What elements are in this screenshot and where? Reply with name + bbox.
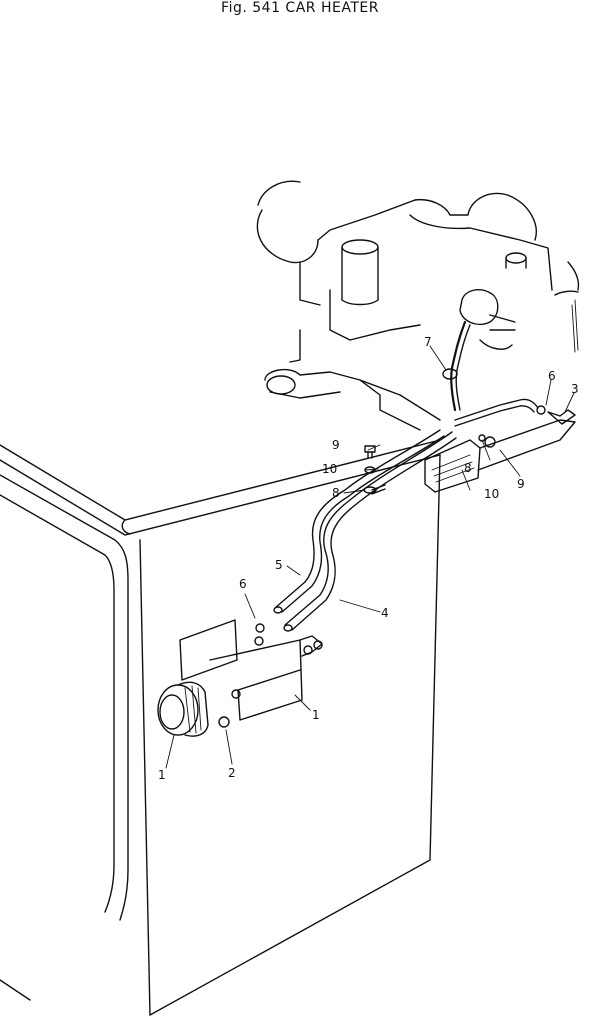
- callout-4: 4: [381, 606, 389, 620]
- fuel-pump-block: [424, 419, 576, 493]
- callout-5: 5: [275, 558, 283, 572]
- heater-hoses: [273, 429, 457, 632]
- callout-6-left: 6: [239, 577, 247, 591]
- callout-2: 2: [228, 766, 236, 780]
- heater-unit: [157, 619, 323, 737]
- callout-7: 7: [424, 335, 432, 349]
- callout-10-left: 10: [322, 462, 337, 476]
- callout-9-left: 9: [332, 438, 340, 452]
- engine-outline: [256, 180, 580, 431]
- callout-8-left: 8: [332, 486, 340, 500]
- callout-3: 3: [571, 382, 579, 396]
- figure-title: Fig. 541 CAR HEATER: [221, 0, 379, 16]
- callout-1-bracket: 1: [312, 708, 320, 722]
- callout-9-right: 9: [517, 477, 525, 491]
- pipe-right: [454, 398, 576, 427]
- leader-lines: [165, 345, 575, 769]
- callout-6-right: 6: [548, 369, 556, 383]
- callout-labels: 7 6 3 9 10 8 8 10 9 5 4 6 1 1 2: [158, 335, 579, 782]
- callout-10-right: 10: [484, 487, 499, 501]
- callout-8-right: 8: [464, 461, 472, 475]
- cab-frame: [0, 439, 441, 1016]
- callout-1-heater: 1: [158, 768, 166, 782]
- hose-upper: [442, 320, 471, 412]
